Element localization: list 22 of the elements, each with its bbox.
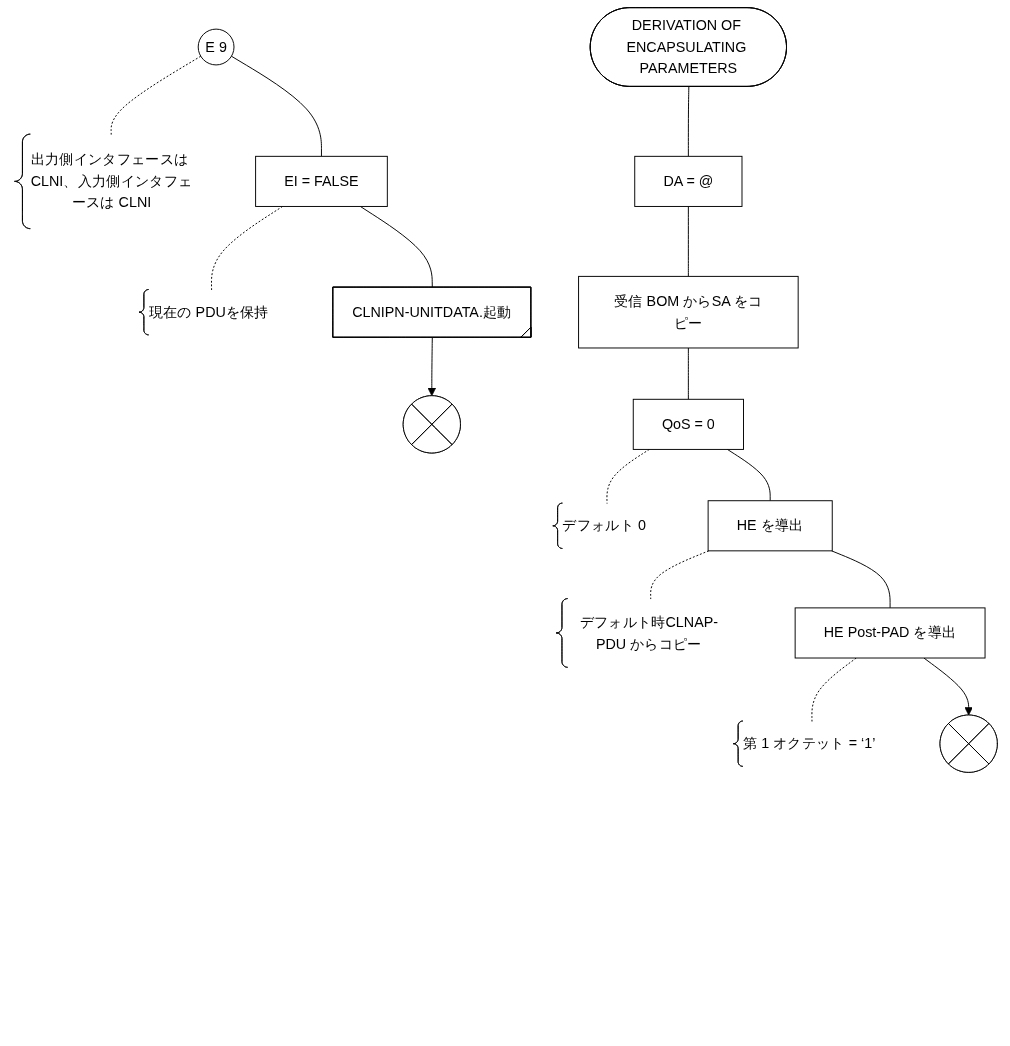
- connector: [687, 86, 690, 157]
- node-text: デフォルト時CLNAP-PDU からコピー: [579, 613, 719, 652]
- node-box: HE Post-PAD を導出: [794, 607, 986, 659]
- connector: [606, 448, 650, 505]
- connector: [650, 550, 710, 600]
- connector: [687, 347, 689, 400]
- node-text: 現在の PDUを保持: [148, 303, 269, 320]
- node-box: QoS = 0: [632, 398, 744, 450]
- node-circle: E 9: [197, 28, 235, 66]
- connector: [831, 550, 891, 609]
- node-box: DA = @: [634, 155, 743, 207]
- connector: [110, 55, 202, 136]
- connector: [687, 205, 689, 277]
- node-text: 出力側インタフェースは CLNI、入力側インタフェースは CLNI: [30, 151, 193, 211]
- node-box: 受信 BOM からSA をコピー: [578, 275, 799, 349]
- node-box: HE を導出: [707, 500, 833, 552]
- node-text: デフォルト 0: [562, 516, 646, 534]
- connector: [726, 448, 771, 502]
- node-box: EI = FALSE: [255, 155, 388, 207]
- connector: [230, 55, 322, 157]
- connector: [359, 205, 433, 289]
- node-text: 第 1 オクテット = ‘1’: [742, 734, 876, 752]
